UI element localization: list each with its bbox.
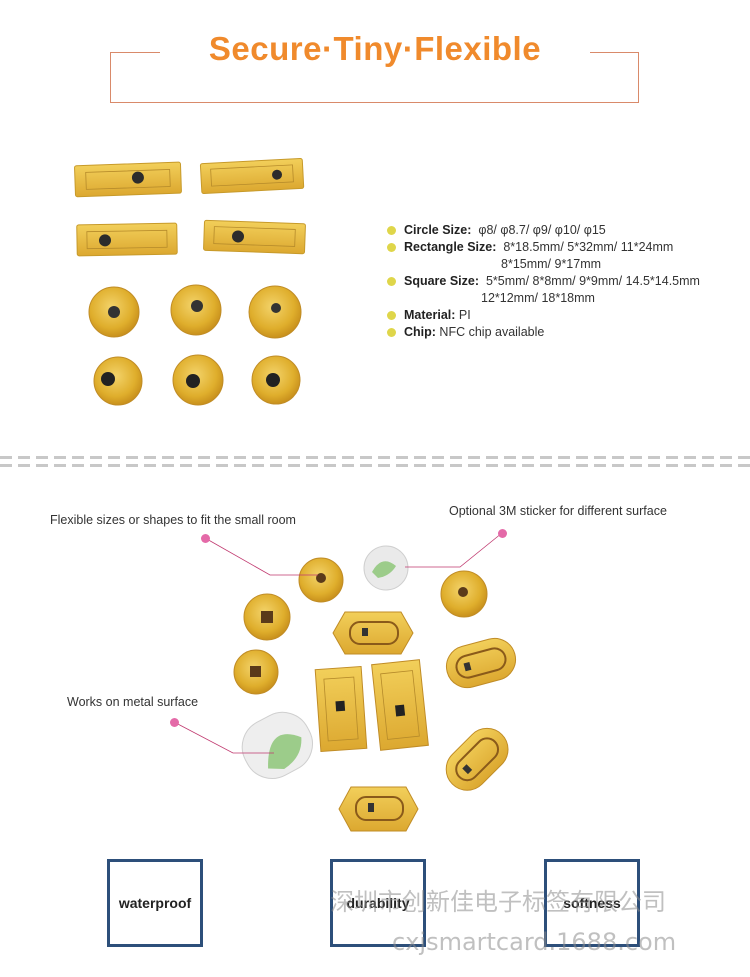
spec-chip: Chip: NFC chip available [387, 324, 700, 341]
spec-label: Rectangle Size: [404, 240, 497, 254]
sticker-3m-oval [241, 711, 313, 779]
round-tag-3 [248, 285, 302, 339]
feature-softness: softness [544, 859, 640, 947]
round-tag-6 [251, 355, 301, 405]
rect-tag-3 [76, 222, 178, 257]
spec-material: Material: PI [387, 307, 700, 324]
callout-metal: Works on metal surface [67, 695, 199, 709]
spec-label: Chip: [404, 325, 436, 339]
spec-square-cont: 12*12mm/ 18*18mm [387, 290, 700, 307]
watermark-company: 深圳市创新佳电子标签有限公司 [330, 888, 666, 916]
feature-durability: durability [330, 859, 426, 947]
spec-value-cont: 12*12mm/ 18*18mm [481, 291, 595, 305]
bullet-dot [387, 226, 396, 235]
spec-value-cont: 8*15mm/ 9*17mm [501, 257, 602, 271]
bullet-dot [387, 277, 396, 286]
bullet-dot [387, 243, 396, 252]
feature-waterproof: waterproof [107, 859, 203, 947]
rect-tag-vertical-2 [371, 659, 429, 751]
spec-value: 8*18.5mm/ 5*32mm/ 11*24mm [503, 240, 674, 254]
watermark-site: cxjsmartcard.1688.com [392, 928, 677, 956]
spec-circle: Circle Size: φ8/ φ8.7/ φ9/ φ10/ φ15 [387, 222, 700, 239]
spec-rectangle: Rectangle Size: 8*18.5mm/ 5*32mm/ 11*24m… [387, 239, 700, 256]
spec-label: Circle Size: [404, 223, 472, 237]
round-tag-small-4 [233, 649, 279, 695]
callout-flexible: Flexible sizes or shapes to fit the smal… [50, 513, 296, 527]
callout-dot-sticker [498, 529, 507, 538]
spec-label: Material: [404, 308, 456, 322]
header-frame-top-left [110, 52, 160, 53]
header-frame-left [110, 52, 111, 102]
spec-label: Square Size: [404, 274, 480, 288]
bullet-dot [387, 311, 396, 320]
sticker-3m-round [363, 545, 409, 591]
callout-dot-flexible [201, 534, 210, 543]
round-tag-4 [93, 356, 143, 406]
page-title: Secure·Tiny·Flexible [208, 30, 542, 67]
spec-value: NFC chip available [439, 325, 545, 339]
header-frame-top-right [590, 52, 639, 53]
oval-tag-3 [445, 727, 509, 791]
spec-value: φ8/ φ8.7/ φ9/ φ10/ φ15 [478, 223, 606, 237]
spec-square: Square Size: 5*5mm/ 8*8mm/ 9*9mm/ 14.5*1… [387, 273, 700, 290]
section-divider-bottom [0, 464, 750, 467]
callout-line-metal [173, 721, 274, 754]
oval-tag-2 [445, 637, 517, 689]
rect-tag-vertical-1 [314, 665, 368, 753]
oval-tag-4 [338, 786, 419, 832]
callout-dot-metal [170, 718, 179, 727]
callout-sticker: Optional 3M sticker for different surfac… [449, 504, 667, 518]
spec-value: PI [458, 308, 471, 322]
rect-tag-4 [203, 219, 306, 255]
header-frame-bottom [110, 102, 639, 103]
bullet-dot [387, 328, 396, 337]
rect-tag-2 [199, 157, 305, 195]
round-tag-small-3 [243, 593, 291, 641]
section-divider-top [0, 456, 750, 459]
oval-tag-1 [332, 611, 414, 655]
round-tag-5 [172, 354, 224, 406]
round-tag-1 [88, 286, 140, 338]
spec-rectangle-cont: 8*15mm/ 9*17mm [387, 256, 700, 273]
spec-value: 5*5mm/ 8*8mm/ 9*9mm/ 14.5*14.5mm [485, 274, 700, 288]
spec-list: Circle Size: φ8/ φ8.7/ φ9/ φ10/ φ15 Rect… [387, 222, 700, 341]
callout-line-sticker [405, 532, 503, 568]
round-tag-small-2 [440, 570, 488, 618]
header-frame-right [638, 52, 639, 102]
rect-tag-1 [74, 161, 182, 198]
round-tag-small-1 [298, 557, 344, 603]
round-tag-2 [170, 284, 222, 336]
callout-line-flexible [204, 537, 318, 576]
